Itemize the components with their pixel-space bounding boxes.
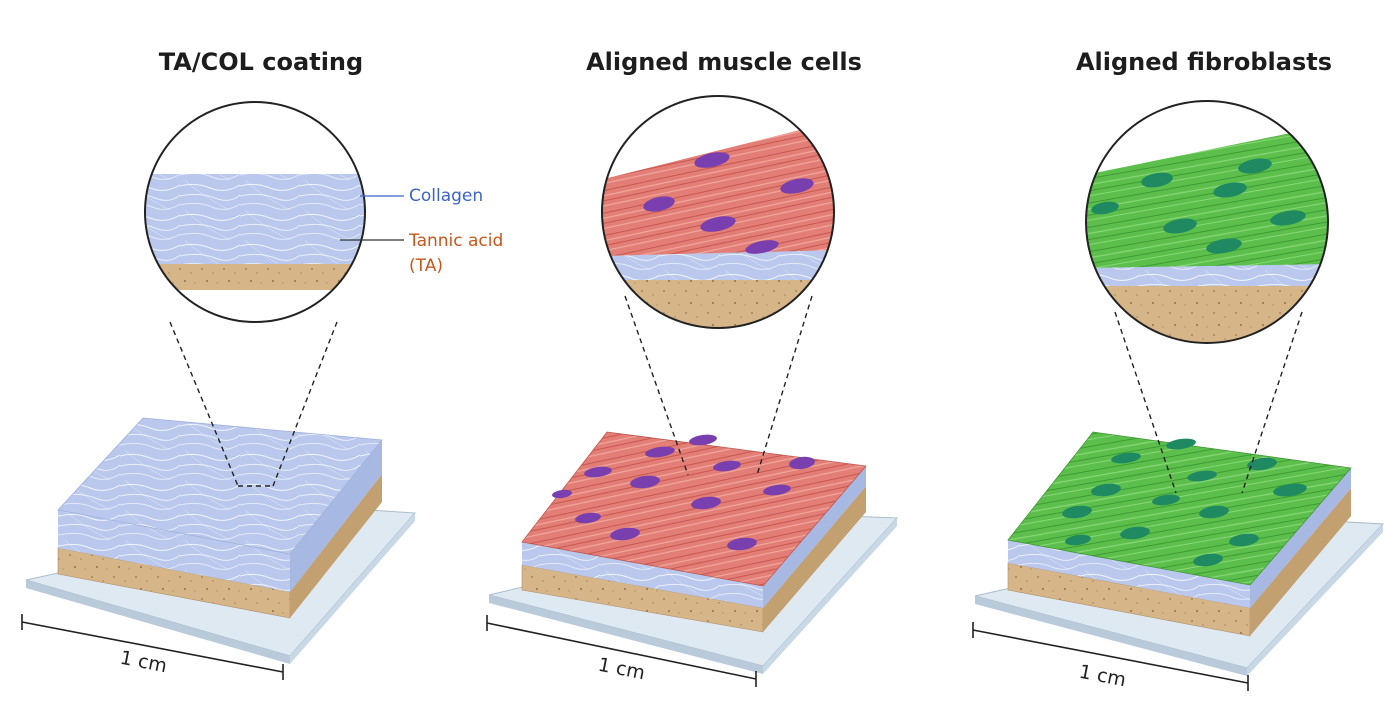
zoom-line-left xyxy=(1114,311,1177,494)
muscle-nuclei xyxy=(552,434,815,551)
tannic-acid-abbrev-label: (TA) xyxy=(409,256,443,276)
substrate-side xyxy=(1250,488,1351,636)
panel-title-fibroblast: Aligned fibroblasts xyxy=(1075,48,1333,76)
collagen-layer-front xyxy=(522,542,763,608)
fibroblast-top-surface xyxy=(1007,431,1352,586)
zoom-line-right xyxy=(756,295,813,476)
collagen-layer-front xyxy=(58,510,290,592)
zoom-line-right xyxy=(1241,311,1303,494)
magnified-view-fibroblast xyxy=(1085,100,1329,344)
collagen-label: Collagen xyxy=(409,186,484,206)
fibroblast-nuclei xyxy=(1062,438,1307,567)
scale-bar-fibroblast xyxy=(972,622,1249,691)
magnified-view-coating xyxy=(144,101,366,323)
magnified-view-muscle xyxy=(601,95,835,329)
zoom-line-left xyxy=(624,295,689,476)
panel-fibroblast xyxy=(972,100,1385,691)
scale-bar-muscle xyxy=(486,615,757,687)
tannic-acid-label: Tannic acid xyxy=(409,231,504,251)
substrate-side xyxy=(763,486,866,632)
panel-title-coating: TA/COL coating xyxy=(158,48,364,76)
panel-muscle xyxy=(486,95,899,687)
substrate-side xyxy=(290,474,382,618)
panel-coating xyxy=(21,101,417,680)
coating-top-surface xyxy=(57,417,383,555)
zoom-line-right xyxy=(272,321,338,487)
collagen-layer-front xyxy=(1008,540,1250,608)
glass-slide-edge xyxy=(26,580,290,664)
panel-title-muscle: Aligned muscle cells xyxy=(586,48,862,76)
zoom-line-left xyxy=(169,321,239,487)
scale-bar-coating xyxy=(21,614,284,680)
